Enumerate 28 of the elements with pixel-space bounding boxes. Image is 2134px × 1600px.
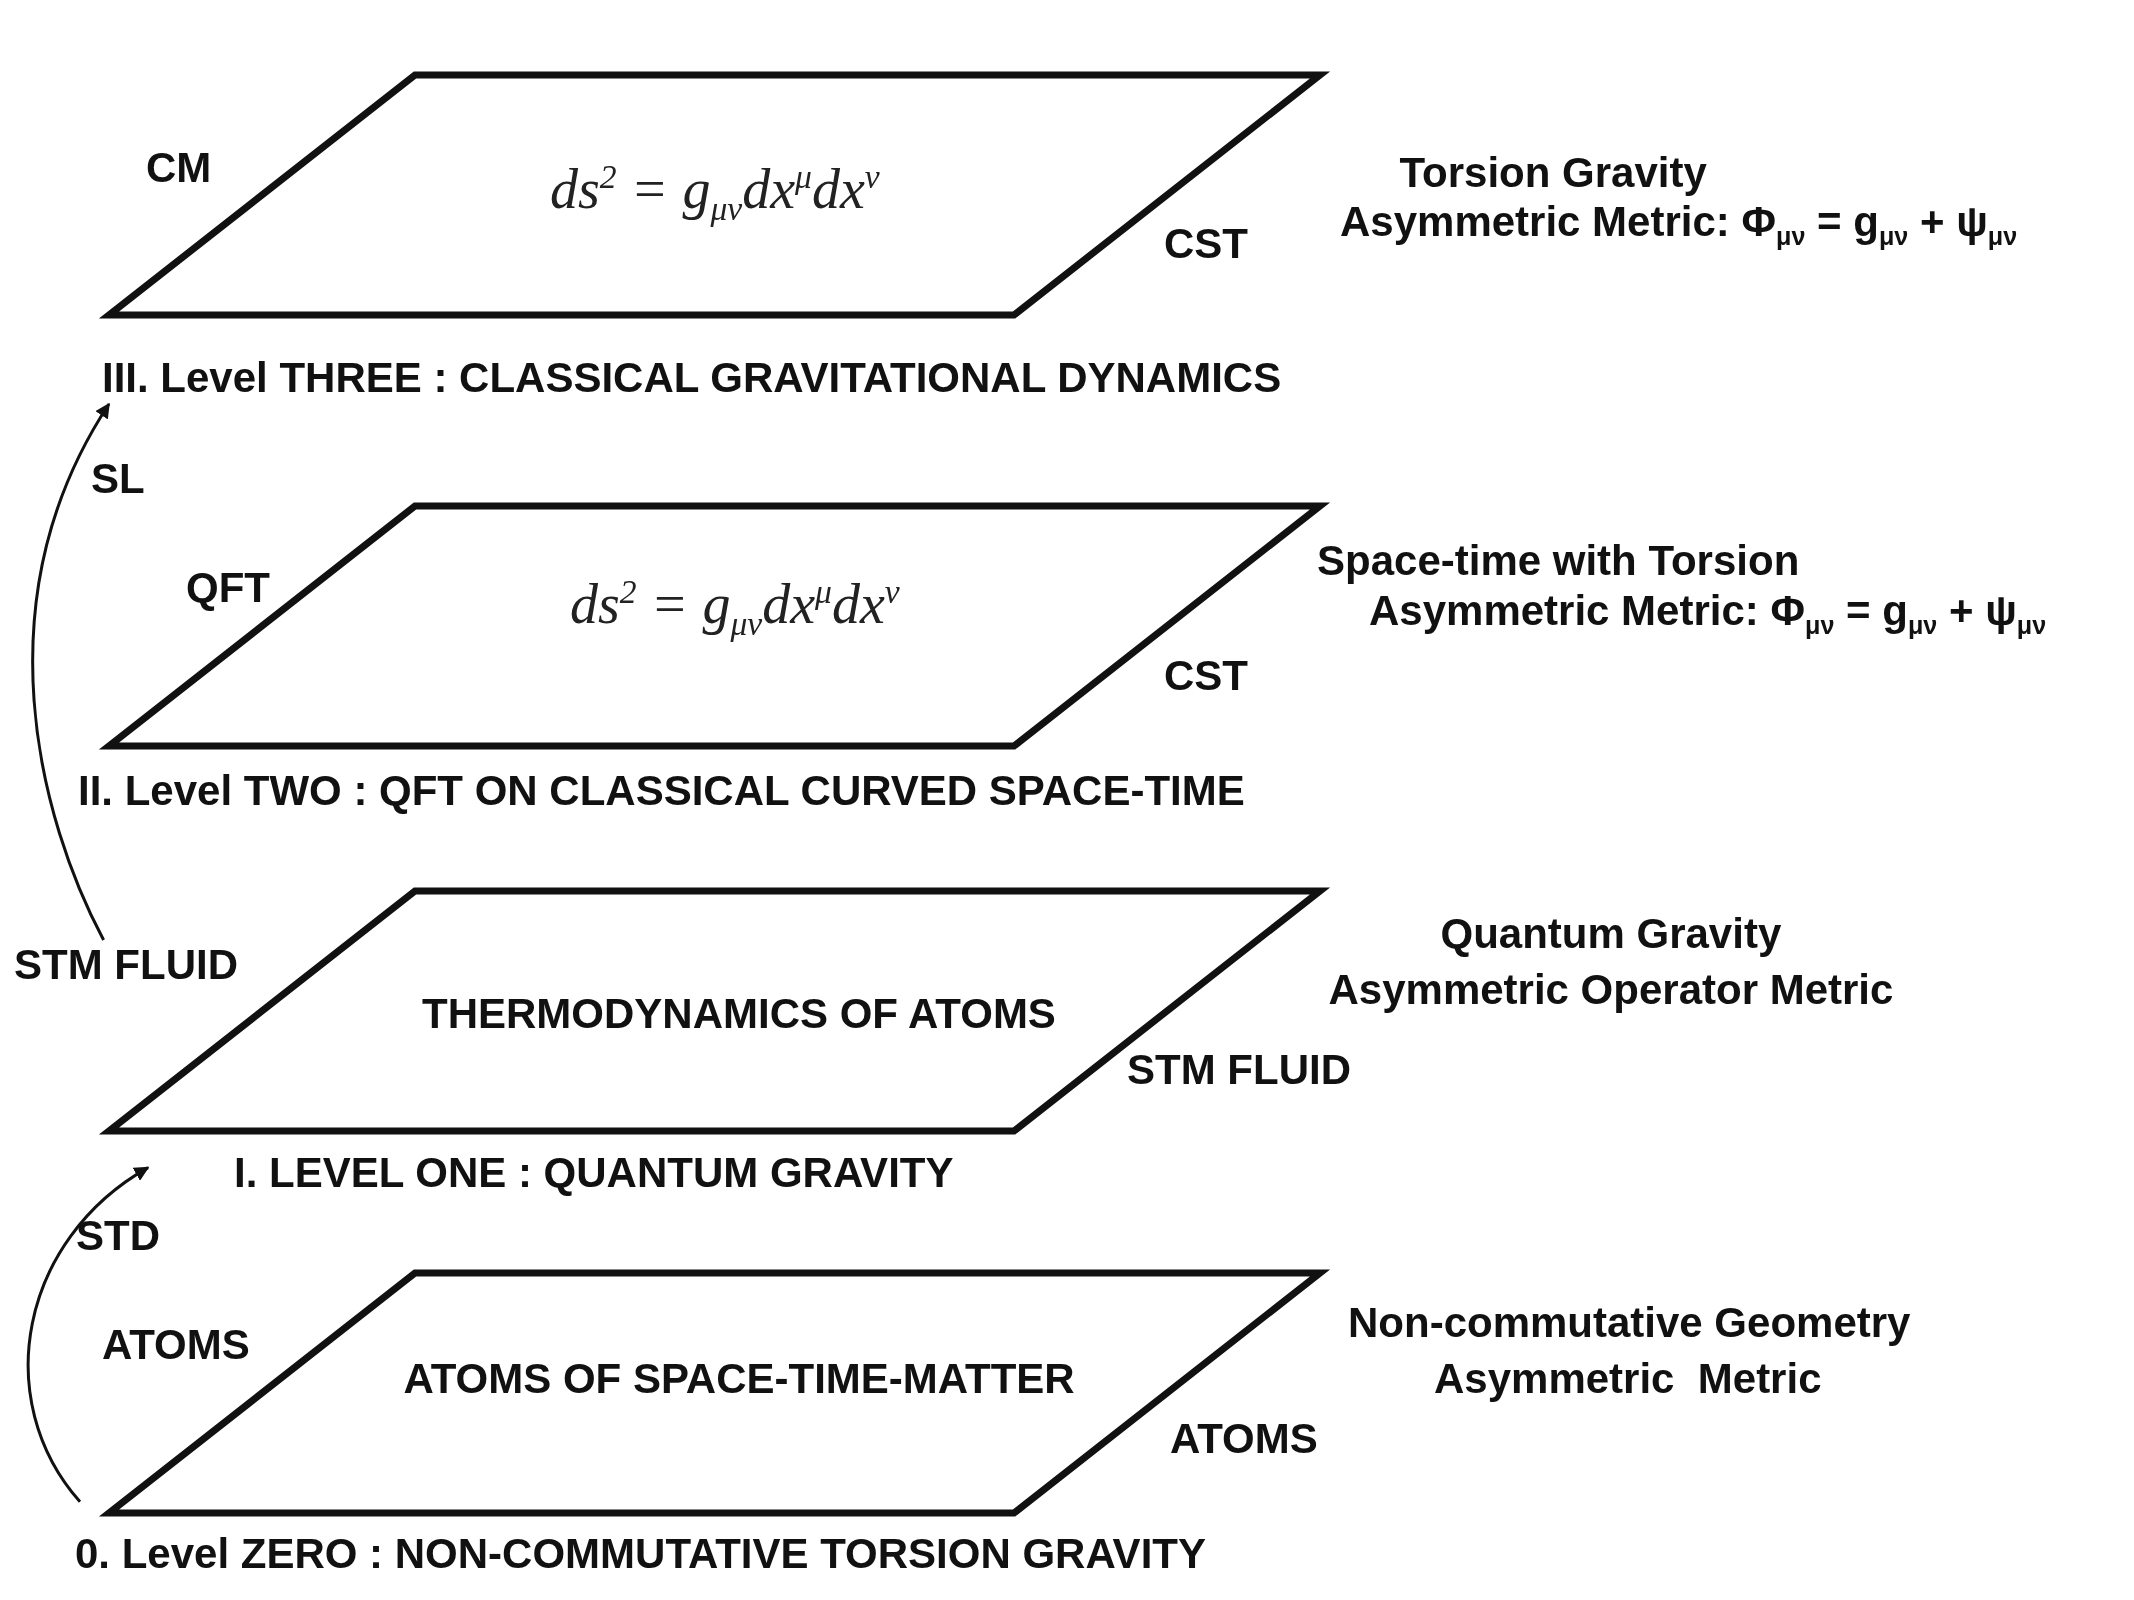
plane-label: QFT [186,563,270,613]
curved-arrow [31,402,111,941]
level-title: I. LEVEL ONE : QUANTUM GRAVITY [234,1148,954,1198]
description-text: Asymmetric Metric: Φ$_{μν}$ = g$_{μν}$ + ψ$_{μν}$ [1369,586,2047,642]
plane-text: THERMODYNAMICS OF ATOMS [422,989,1056,1039]
plane-label: ATOMS [102,1320,250,1370]
edge-label: SL [91,454,145,504]
equation: ds$^{2}$ = g$_{μν}$dx$^{μ}$dx$^{ν}$ [570,571,900,644]
equation: ds$^{2}$ = g$_{μν}$dx$^{μ}$dx$^{ν}$ [550,156,880,229]
description-text: Non-commutative Geometry [1348,1298,1911,1348]
plane-text: ATOMS OF SPACE-TIME-MATTER [403,1354,1075,1404]
edge-label: STD [76,1211,160,1261]
level-title: III. Level THREE : CLASSICAL GRAVITATIONAL DYNAMICS [102,353,1282,403]
description-text: Asymmetric Operator Metric [1328,965,1894,1015]
plane-label: STM FLUID [14,940,238,990]
description-text: Asymmetric Metric: Φ$_{μν}$ = g$_{μν}$ + ψ$_{μν}$ [1340,197,2018,253]
description-text: Asymmetric Metric [1434,1354,1822,1404]
curved-arrow [27,1166,150,1503]
plane-label: CST [1164,651,1248,701]
plane-label: CM [146,143,212,193]
plane-label: CST [1164,219,1248,269]
plane-label: ATOMS [1170,1414,1318,1464]
plane-label: STM FLUID [1127,1045,1351,1095]
level-title: II. Level TWO : QFT ON CLASSICAL CURVED SPACE-TIME [78,766,1245,816]
description-text: Space-time with Torsion [1317,536,1800,586]
level-title: 0. Level ZERO : NON-COMMUTATIVE TORSION GRAVITY [75,1529,1206,1579]
description-text: Quantum Gravity [1440,909,1782,959]
description-text: Torsion Gravity [1399,148,1707,198]
